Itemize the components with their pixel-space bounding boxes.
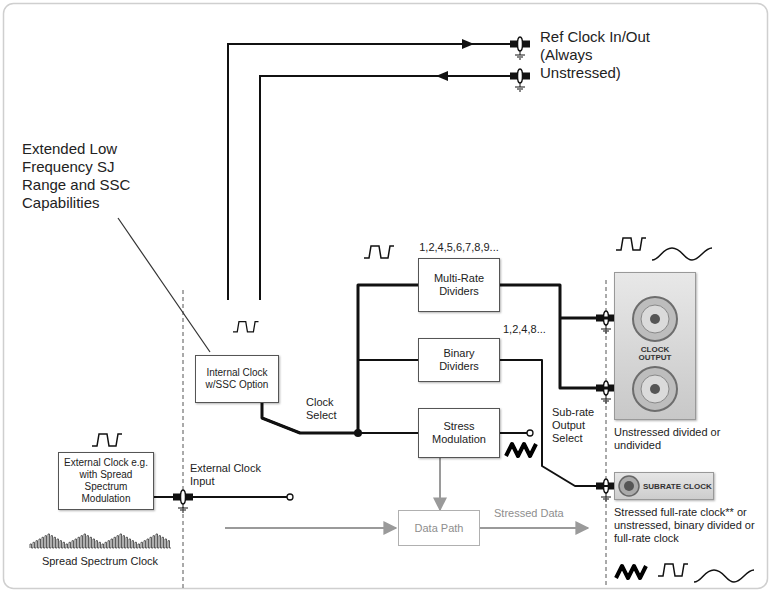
clock-output-panel: CLOCK OUTPUT bbox=[614, 272, 696, 420]
waveform-icon bbox=[364, 246, 394, 258]
port-label: External Clock Input bbox=[190, 462, 270, 488]
data-flow-arrow bbox=[225, 527, 396, 529]
boundary-dashed-line bbox=[183, 290, 184, 588]
open-wire bbox=[287, 494, 293, 500]
data-flow-arrow bbox=[480, 527, 588, 529]
connector-symbol bbox=[173, 490, 193, 512]
ratio-heading: 1,2,4,8... bbox=[503, 323, 546, 336]
output-note: Unstressed divided or undivided bbox=[614, 426, 726, 452]
switch-label: Clock Select bbox=[306, 396, 350, 422]
leader-line bbox=[118, 218, 210, 352]
signal-connector bbox=[439, 458, 441, 510]
box-label: Stress Modulation bbox=[424, 420, 494, 446]
subrate-connector-panel: SUBRATE CLOCK bbox=[614, 472, 714, 500]
signal-connector bbox=[262, 285, 418, 433]
divider-box: 1,2,4,5,6,7,8,9...Multi-Rate Dividers bbox=[418, 258, 500, 312]
connector-symbol bbox=[596, 381, 616, 403]
internal-clock-box: Internal Clock w/SSC Option bbox=[195, 355, 279, 403]
box-label: Internal Clock w/SSC Option bbox=[201, 367, 273, 391]
connector-symbol bbox=[510, 37, 530, 59]
waveform-icon bbox=[694, 570, 754, 582]
open-wire bbox=[527, 430, 533, 436]
signal-connector bbox=[500, 360, 614, 486]
box-label: Binary Dividers bbox=[424, 347, 494, 373]
callout-note: Extended Low Frequency SJ Range and SSC … bbox=[22, 140, 144, 212]
signal-connector bbox=[262, 403, 418, 433]
box-label: Data Path bbox=[415, 522, 464, 535]
ref-clock-wire bbox=[436, 71, 448, 81]
waveform-icon bbox=[30, 534, 171, 548]
signal-label: Stressed Data bbox=[494, 507, 584, 520]
frame-border bbox=[4, 4, 768, 589]
data-path-box: Data Path bbox=[398, 510, 480, 546]
leader-line bbox=[118, 218, 210, 352]
open-wire bbox=[500, 432, 527, 434]
ratio-heading: 1,2,4,5,6,7,8,9... bbox=[395, 241, 523, 254]
waveform-icon bbox=[616, 566, 646, 578]
waveform-icon bbox=[658, 564, 688, 576]
connector-symbol bbox=[596, 311, 616, 333]
divider-box: 1,2,4,8...Binary Dividers bbox=[418, 338, 500, 382]
connector-note: Ref Clock In/Out (Always Unstressed) bbox=[540, 28, 658, 82]
connector-symbol bbox=[510, 69, 530, 91]
clock-source-box: External Clock e.g. with Spread Spectrum… bbox=[58, 452, 154, 510]
modulation-box: Stress Modulation bbox=[418, 408, 500, 458]
connector-symbol bbox=[173, 37, 616, 512]
box-label: CLOCK OUTPUT bbox=[635, 346, 675, 362]
connector-symbol bbox=[596, 479, 616, 501]
switch-label: Sub-rate Output Select bbox=[552, 406, 604, 445]
waveform-icon bbox=[506, 444, 536, 456]
waveform-icon bbox=[92, 434, 122, 446]
waveform-icon bbox=[233, 322, 259, 332]
box-label: Multi-Rate Dividers bbox=[424, 272, 494, 298]
waveform-icon bbox=[652, 248, 712, 260]
box-label: SUBRATE CLOCK bbox=[643, 482, 712, 491]
frame-border bbox=[4, 4, 768, 589]
ref-clock-wire bbox=[462, 39, 474, 49]
signal-connector bbox=[500, 285, 614, 388]
box-label: External Clock e.g. with Spread Spectrum… bbox=[64, 457, 148, 505]
output-note: Stressed full-rate clock** or unstressed… bbox=[614, 506, 764, 545]
waveform-icon bbox=[616, 238, 646, 250]
signal-connector bbox=[262, 360, 418, 433]
waveform-caption: Spread Spectrum Clock bbox=[28, 555, 172, 568]
